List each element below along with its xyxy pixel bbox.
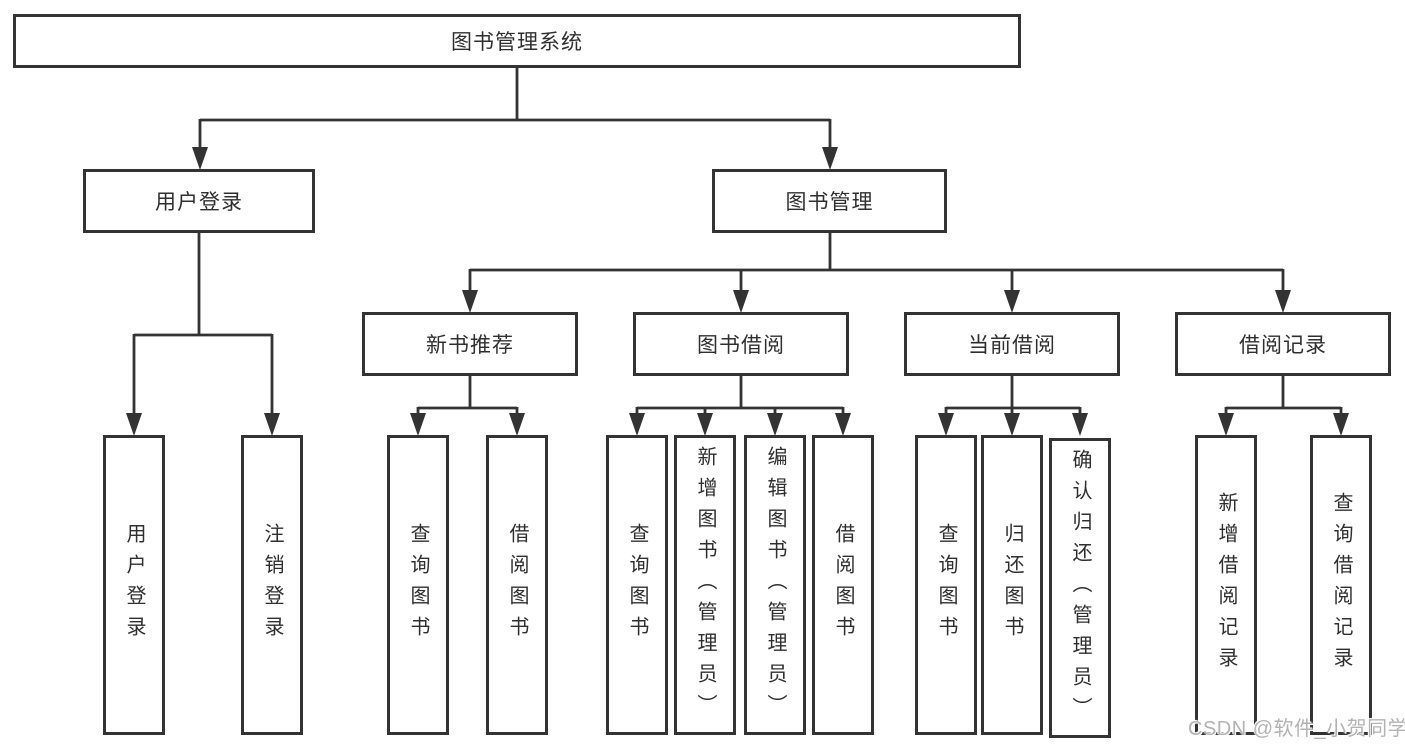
node-current-borrowing: 当前借阅: [904, 312, 1120, 376]
leaf-logout: 注销登录: [241, 435, 303, 735]
csdn-watermark: CSDN @软件_小贺同学: [1188, 718, 1405, 740]
edge-records-leaves: [1224, 376, 1343, 414]
edge-userlogin-leaves: [132, 232, 274, 414]
node-book-management: 图书管理: [712, 169, 947, 233]
leaf-edit-books-admin-label: 编辑图书（管理员）: [764, 445, 786, 725]
leaf-logout-label: 注销登录: [261, 523, 283, 647]
leaf-query-borrow-record-label: 查询借阅记录: [1330, 492, 1352, 678]
leaf-user-login-label: 用户登录: [123, 523, 145, 647]
leaf-query-books-current-label: 查询图书: [935, 523, 957, 647]
leaf-edit-books-admin: 编辑图书（管理员）: [744, 435, 806, 735]
edge-root-level2: [198, 68, 832, 149]
leaf-add-borrow-record: 新增借阅记录: [1195, 435, 1257, 735]
leaf-borrow-books-borrowing: 借阅图书: [812, 435, 874, 735]
edge-newbook-leaves: [416, 376, 519, 414]
edge-current-leaves: [944, 376, 1082, 414]
node-book-borrowing: 图书借阅: [633, 312, 849, 376]
leaf-confirm-return-admin: 确认归还（管理员）: [1049, 438, 1111, 738]
node-new-book-recommend: 新书推荐: [362, 312, 578, 376]
leaf-borrow-books-recommend-label: 借阅图书: [506, 523, 528, 647]
leaf-add-books-admin: 新增图书（管理员）: [674, 435, 736, 735]
leaf-borrow-books-borrowing-label: 借阅图书: [832, 523, 854, 647]
node-user-login: 用户登录: [83, 169, 315, 233]
node-root-library-system: 图书管理系统: [13, 14, 1021, 68]
edge-borrow-leaves: [635, 376, 845, 414]
leaf-query-books-current: 查询图书: [915, 435, 977, 735]
leaf-query-books-borrowing: 查询图书: [606, 435, 668, 735]
leaf-user-login: 用户登录: [103, 435, 165, 735]
edge-bookmgmt-level3: [468, 233, 1285, 291]
leaf-return-books: 归还图书: [981, 435, 1043, 735]
leaf-borrow-books-recommend: 借阅图书: [486, 435, 548, 735]
leaf-add-books-admin-label: 新增图书（管理员）: [694, 445, 716, 725]
leaf-query-books-borrowing-label: 查询图书: [626, 523, 648, 647]
leaf-query-borrow-record: 查询借阅记录: [1310, 435, 1372, 735]
node-borrowing-records: 借阅记录: [1175, 312, 1391, 376]
leaf-confirm-return-admin-label: 确认归还（管理员）: [1069, 448, 1091, 728]
leaf-query-books-recommend: 查询图书: [387, 435, 449, 735]
leaf-add-borrow-record-label: 新增借阅记录: [1215, 492, 1237, 678]
leaf-return-books-label: 归还图书: [1001, 523, 1023, 647]
leaf-query-books-recommend-label: 查询图书: [407, 523, 429, 647]
